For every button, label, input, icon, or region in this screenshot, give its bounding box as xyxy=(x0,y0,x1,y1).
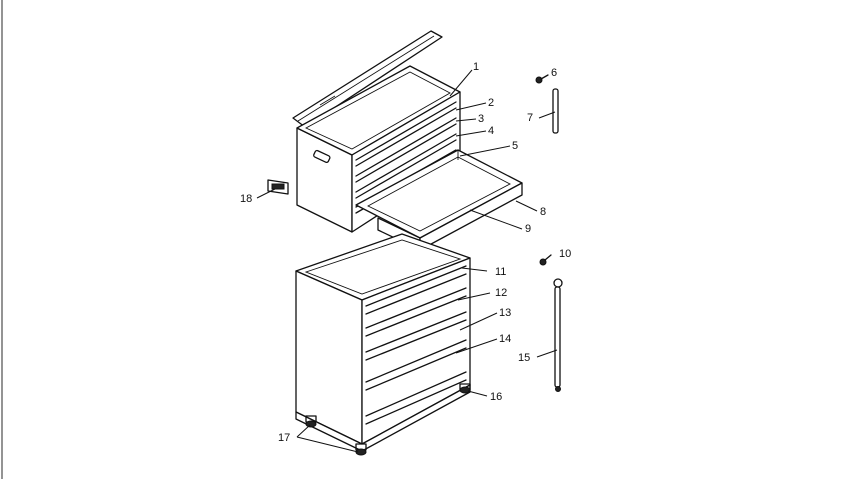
part-7-rod xyxy=(552,88,559,134)
bottom-cabinet xyxy=(295,233,471,456)
callout-5: 5 xyxy=(512,140,518,152)
callout-16: 16 xyxy=(490,391,502,403)
caster-front-right xyxy=(459,383,471,394)
callout-18: 18 xyxy=(240,193,252,205)
caster-front-left xyxy=(355,443,367,456)
callout-15: 15 xyxy=(518,352,530,364)
callout-8: 8 xyxy=(540,206,546,218)
callout-6: 6 xyxy=(551,67,557,79)
callout-13: 13 xyxy=(499,307,511,319)
caster-rear-left xyxy=(305,415,317,428)
callout-9: 9 xyxy=(525,223,531,235)
callout-4: 4 xyxy=(488,125,494,137)
callout-10: 10 xyxy=(559,248,571,260)
top-chest-lid xyxy=(292,30,443,128)
callout-1: 1 xyxy=(473,61,479,73)
part-10-key xyxy=(539,254,552,266)
callout-3: 3 xyxy=(478,113,484,125)
part-18-handle-plate xyxy=(267,179,289,195)
callout-12: 12 xyxy=(495,287,507,299)
leader-lines xyxy=(256,69,558,453)
callout-14: 14 xyxy=(499,333,511,345)
callout-11: 11 xyxy=(495,266,506,278)
callout-17: 17 xyxy=(278,432,290,444)
part-6-key xyxy=(535,74,549,84)
callout-2: 2 xyxy=(488,97,494,109)
side-handle xyxy=(313,149,331,163)
callout-labels: 1 2 3 4 5 6 7 8 9 10 11 12 13 14 15 16 1… xyxy=(240,61,571,444)
part-15-rod xyxy=(553,278,563,392)
callout-7: 7 xyxy=(527,112,533,124)
